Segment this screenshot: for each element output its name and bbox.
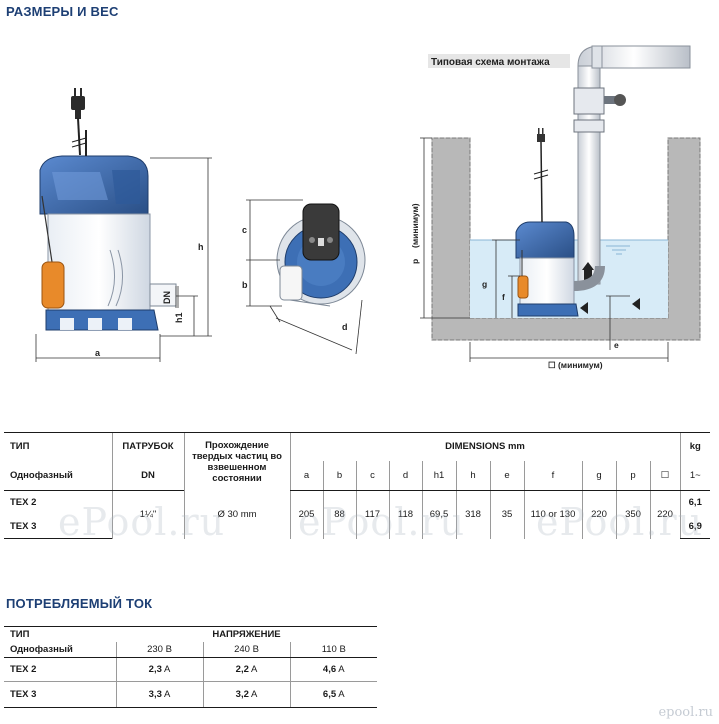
dim-g-value: 220 [581,490,616,539]
col-header-port: ПАТРУБОК [111,432,184,461]
col-header-g: g [581,460,616,491]
dim-label-dn: DN [162,291,172,304]
col-header-h: h [455,460,490,491]
dim-c-value: 117 [355,490,389,539]
corner-watermark: epool.ru [658,705,713,720]
current-230v: 2,3 A [115,657,203,682]
model-name: TEX 3 [4,681,116,708]
table-row: TEX 2 1¼" Ø 30 mm 205 88 117 118 69,5 31… [4,490,710,539]
col-header-type: ТИП [4,432,112,461]
pump-side-view [39,88,177,331]
table-row: TEX 3 6,9 [4,514,710,539]
col-header-b: b [322,460,356,491]
current-section-title: ПОТРЕБЛЯЕМЫЙ ТОК [6,596,153,611]
pump-top-view [276,203,366,307]
dim-label-square-min: ☐ (минимум) [548,360,603,370]
current-110v: 6,5 A [289,681,377,708]
dim-label-e: e [614,340,619,350]
dim-label-c: c [242,225,247,235]
current-table: ТИП НАПРЯЖЕНИЕ Однофазный 230 В 240 В 11… [4,626,377,708]
dimensions-section-title: РАЗМЕРЫ И ВЕС [6,4,119,19]
install-caption: Типовая схема монтажа [431,57,550,68]
current-240v: 3,2 A [202,681,290,708]
current-230v: 3,3 A [115,681,203,708]
dim-d-value: 118 [388,490,422,539]
cur-header-240v: 240 В [202,641,290,658]
model-name: TEX 3 [4,514,112,539]
dim-label-g: g [482,279,487,289]
dim-b-value: 88 [322,490,356,539]
installation-scheme [431,45,701,341]
col-header-single-phase: Однофазный [4,460,112,491]
dim-label-f: f [502,292,505,302]
col-header-p: p [615,460,650,491]
port-size: 1¼" [111,490,184,539]
install-dimension-lines [420,137,669,362]
col-header-dimensions: DIMENSIONS mm [289,432,680,461]
table-row: TEX 2 2,3 A 2,2 A 4,6 A [4,657,377,682]
col-header-phase: 1~ [679,460,710,491]
dim-label-a: a [95,348,101,358]
cur-header-110v: 110 В [289,641,377,658]
model-name: TEX 2 [10,497,37,509]
col-header-f: f [523,460,582,491]
cur-header-230v: 230 В [115,641,203,658]
weight-value: 6,9 [679,514,710,539]
col-header-a: a [289,460,323,491]
cur-header-type: ТИП [4,626,116,642]
dim-a-value: 205 [289,490,323,539]
technical-drawing: a h h1 DN c b d [35,45,701,370]
col-header-square: ☐ [649,460,680,491]
dim-label-h: h [198,242,204,252]
current-240v: 2,2 A [202,657,290,682]
dim-label-p: p [410,259,420,264]
col-header-c: c [355,460,389,491]
col-header-weight: kg [679,432,710,461]
col-header-d: d [388,460,422,491]
col-header-passage: Прохождение твердых частиц во взвешенном… [183,432,290,491]
dim-label-b: b [242,280,248,290]
dim-square-value: 220 [649,490,680,539]
model-name: TEX 2 [4,657,116,682]
passage-size: Ø 30 mm [183,490,290,539]
dim-h1-value: 69,5 [421,490,456,539]
dimensions-table: ТИП ПАТРУБОК Прохождение твердых частиц … [4,432,710,539]
dim-label-p-min: (минимум) [410,203,420,248]
top-dimension-lines [246,199,363,355]
cur-header-voltage: НАПРЯЖЕНИЕ [116,626,377,642]
dim-f-value: 110 or 130 [523,490,582,539]
side-dimension-lines [35,157,212,362]
current-110v: 4,6 A [289,657,377,682]
dim-p-value: 350 [615,490,650,539]
dim-label-d: d [342,322,348,332]
cur-header-single-phase: Однофазный [4,641,116,658]
dim-h-value: 318 [455,490,490,539]
col-header-dn: DN [111,460,184,491]
plug-icon [71,88,87,156]
weight-value: 6,1 [679,490,710,515]
dim-label-h1: h1 [174,312,184,323]
table-row: TEX 3 3,3 A 3,2 A 6,5 A [4,681,377,708]
col-header-e: e [489,460,524,491]
float-switch [41,261,65,309]
dim-e-value: 35 [489,490,524,539]
col-header-h1: h1 [421,460,456,491]
